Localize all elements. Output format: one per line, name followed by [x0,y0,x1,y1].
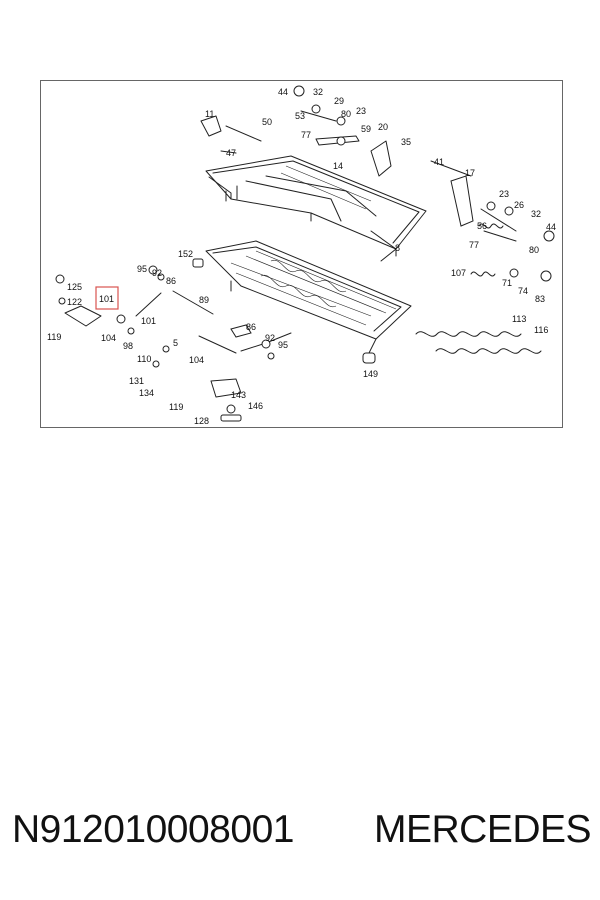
callout-label: 56 [477,221,487,231]
callout-label: 134 [139,388,154,398]
callout-label: 86 [246,322,256,332]
callout-label: 101 [99,294,114,304]
callout-label: 23 [499,189,509,199]
callout-label: 80 [529,245,539,255]
right-mechanism [200,85,555,282]
callout-label: 29 [334,96,344,106]
callout-label: 119 [47,332,61,342]
callout-label: 104 [189,355,204,365]
callout-label: 23 [356,106,366,116]
callout-label: 113 [512,314,526,324]
callout-label: 50 [262,117,272,127]
callout-label: 77 [469,240,479,250]
callout-label: 71 [502,278,512,288]
linkage-rods [55,258,292,422]
callout-label: 122 [67,297,82,307]
callout-label: 107 [451,268,466,278]
callout-label: 20 [378,122,388,132]
callout-label: 116 [534,325,548,335]
callout-label: 35 [401,137,411,147]
callout-label: 143 [231,390,246,400]
part-number: N912010008001 [12,808,294,851]
diagram-canvas: 44 32 29 23 11 53 80 59 50 77 20 35 47 1… [47,85,556,426]
callout-label: 98 [123,341,133,351]
callout-label: 83 [535,294,545,304]
callout-label: 44 [278,87,288,97]
callout-label: 44 [546,222,556,232]
callout-label: 128 [194,416,209,426]
callout-label: 80 [341,109,351,119]
callout-label: 8 [395,243,400,253]
callout-label: 47 [226,148,236,158]
callout-label: 110 [137,354,151,364]
callout-label: 149 [363,369,378,379]
callout-label: 101 [141,316,156,326]
brand-name: MERCEDES [374,808,592,851]
callout-label: 119 [169,402,183,412]
callout-label: 95 [278,340,288,350]
callout-label: 5 [173,338,178,348]
part-info-footer: N912010008001 MERCEDES [0,804,600,864]
callout-label: 104 [101,333,116,343]
callout-label: 17 [465,168,475,178]
callout-label: 41 [434,157,444,167]
callout-label: 152 [178,249,193,259]
callout-label: 92 [265,333,275,343]
callout-label: 11 [205,109,214,119]
callout-label: 125 [67,282,82,292]
callout-labels: 44 32 29 23 11 53 80 59 50 77 20 35 47 1… [47,87,556,426]
callout-label: 59 [361,124,371,134]
exploded-parts-diagram: 44 32 29 23 11 53 80 59 50 77 20 35 47 1… [40,80,563,428]
callout-label: 131 [129,376,144,386]
callout-label: 77 [301,130,311,140]
callout-label: 53 [295,111,305,121]
callout-label: 74 [518,286,528,296]
tension-springs [415,223,542,354]
callout-label: 32 [531,209,541,219]
callout-label: 14 [333,161,343,171]
callout-label: 86 [166,276,176,286]
callout-label: 89 [199,295,209,305]
callout-label: 146 [248,401,263,411]
callout-label: 32 [313,87,323,97]
callout-label: 26 [514,200,524,210]
highlight-box [95,286,119,310]
callout-label: 92 [152,268,162,278]
lower-spring-frame [205,240,412,364]
callout-label: 95 [137,264,147,274]
upper-seat-frame [205,155,427,262]
